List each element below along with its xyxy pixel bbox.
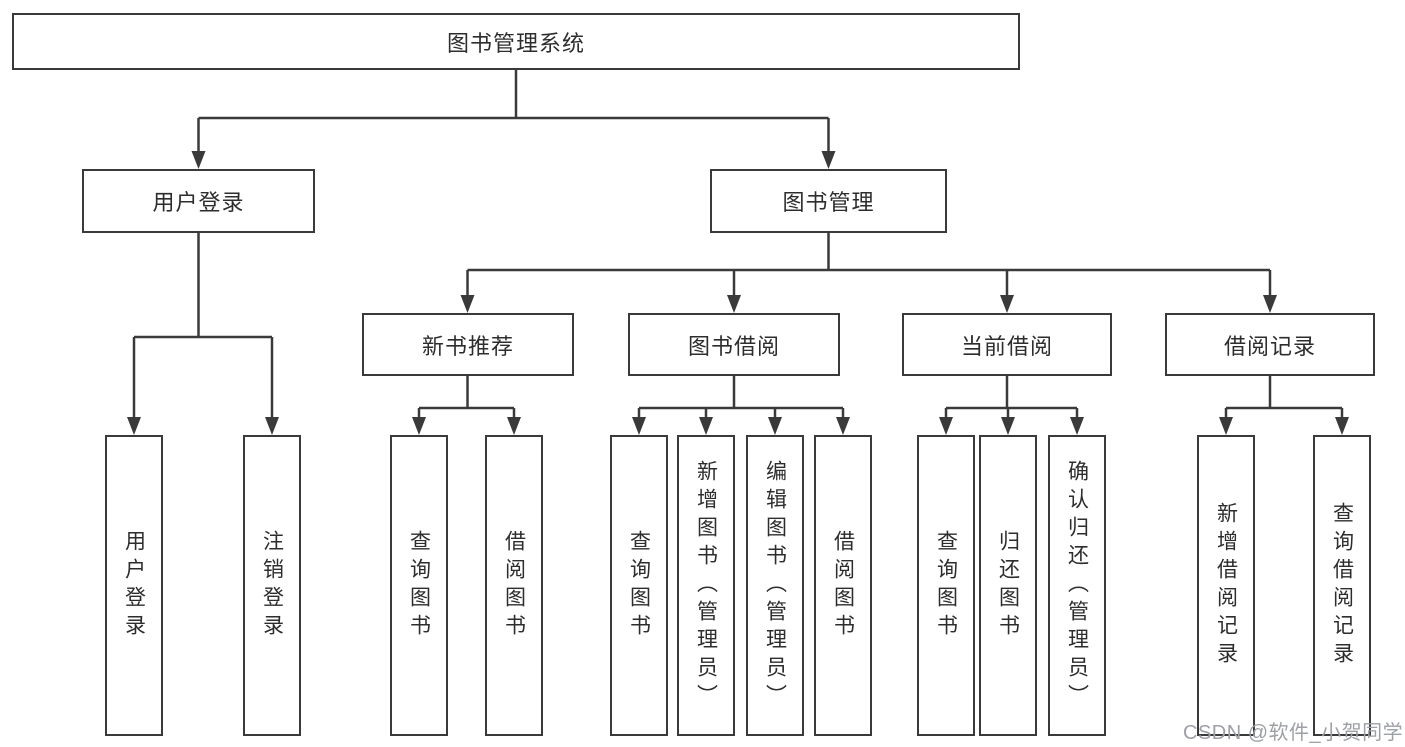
node-label: 用户登录	[152, 190, 245, 215]
leaf-confirm-return-admin: 确认归还（管理员）	[1048, 435, 1106, 736]
node-label: 新增图书（管理员）	[694, 459, 718, 712]
csdn-watermark: CSDN @软件_小贺同学	[1183, 722, 1404, 744]
node-label: 注销登录	[260, 529, 284, 642]
leaf-query-books-current: 查询图书	[917, 435, 975, 736]
leaf-query-books-recommend: 查询图书	[390, 435, 448, 736]
node-label: 查询借阅记录	[1330, 501, 1354, 670]
leaf-query-books-borrow: 查询图书	[610, 435, 668, 736]
node-label: 图书借阅	[687, 333, 780, 359]
edge-book-borrow-to-leaves	[637, 376, 845, 420]
leaf-logout-login: 注销登录	[243, 435, 301, 736]
node-label: 当前借阅	[960, 333, 1053, 359]
edge-new-book-recommend-to-leaves	[417, 376, 516, 420]
node-borrow-records: 借阅记录	[1165, 313, 1375, 376]
node-book-borrow: 图书借阅	[628, 313, 840, 376]
node-label: 用户登录	[122, 529, 146, 642]
node-new-book-recommend: 新书推荐	[362, 313, 574, 376]
node-label: 新增借阅记录	[1214, 501, 1238, 670]
node-label: 借阅记录	[1223, 333, 1316, 359]
node-label: 查询图书	[627, 529, 651, 642]
leaf-add-borrow-record: 新增借阅记录	[1197, 435, 1255, 736]
arrowheads	[127, 151, 1349, 435]
node-book-management: 图书管理	[710, 169, 947, 233]
node-label: 图书管理	[782, 190, 875, 215]
leaf-user-login: 用户登录	[105, 435, 163, 736]
node-label: 新书推荐	[421, 333, 514, 359]
leaf-return-books: 归还图书	[979, 435, 1037, 736]
leaf-borrow-books-recommend: 借阅图书	[485, 435, 543, 736]
edge-user-login-to-leaves	[132, 233, 274, 419]
node-label: 查询图书	[407, 529, 431, 642]
leaf-query-borrow-record: 查询借阅记录	[1313, 435, 1371, 736]
leaf-add-books-admin: 新增图书（管理员）	[677, 435, 735, 736]
node-library-management-system: 图书管理系统	[12, 13, 1020, 70]
leaf-borrow-books: 借阅图书	[814, 435, 872, 736]
edge-root-to-level2	[197, 70, 830, 153]
node-current-borrow: 当前借阅	[902, 313, 1112, 376]
node-label: 借阅图书	[831, 529, 855, 642]
node-label: 借阅图书	[502, 529, 526, 642]
node-label: 确认归还（管理员）	[1065, 459, 1089, 712]
node-label: 查询图书	[934, 529, 958, 642]
node-user-login: 用户登录	[82, 169, 315, 233]
node-label: 归还图书	[996, 529, 1020, 642]
edge-current-borrow-to-leaves	[944, 376, 1079, 420]
node-label: 编辑图书（管理员）	[763, 459, 787, 712]
edge-borrow-records-to-leaves	[1224, 376, 1344, 420]
edge-book-management-to-level3	[466, 233, 1272, 297]
node-label: 图书管理系统	[446, 30, 585, 56]
leaf-edit-books-admin: 编辑图书（管理员）	[746, 435, 804, 736]
